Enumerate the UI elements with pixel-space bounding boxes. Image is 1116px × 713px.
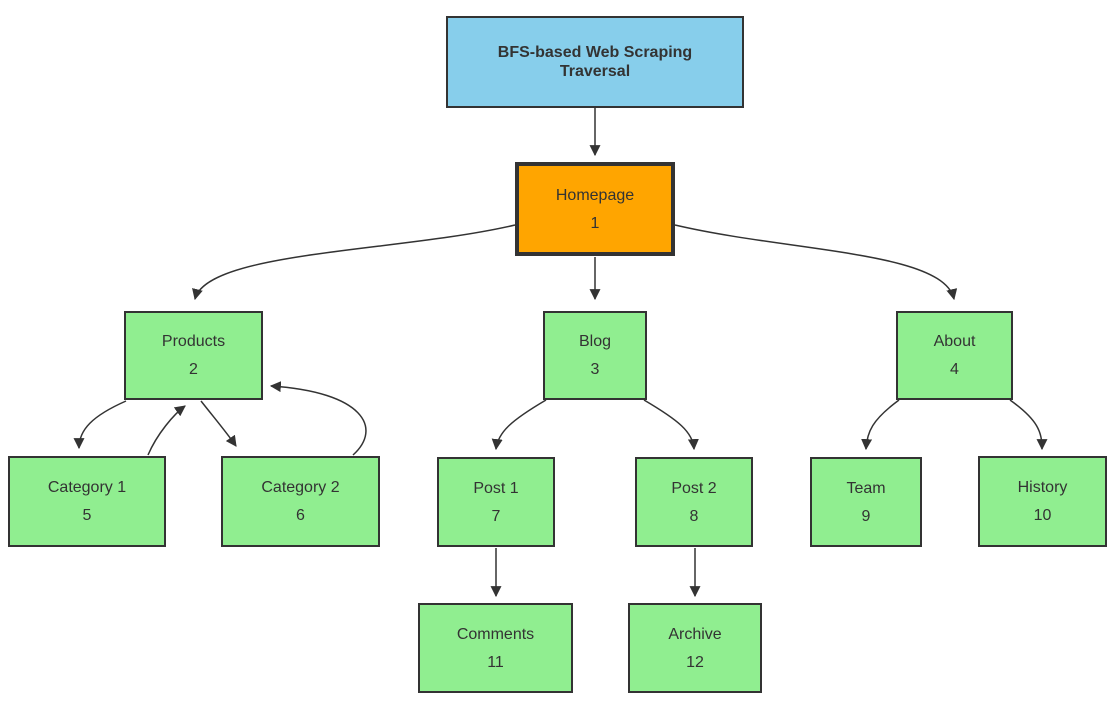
node-category2: Category 2 6 — [221, 456, 380, 547]
node-title: BFS-based Web Scraping Traversal — [446, 16, 744, 108]
edge-blog-to-post2 — [643, 399, 699, 451]
node-history-number: 10 — [1033, 507, 1052, 524]
node-homepage-label: Homepage — [555, 186, 635, 204]
node-post1: Post 1 7 — [437, 457, 555, 547]
node-archive: Archive 12 — [628, 603, 762, 693]
node-homepage: Homepage 1 — [515, 162, 675, 256]
edge-category2-to-products — [269, 381, 367, 456]
node-title-label: BFS-based Web Scraping Traversal — [497, 44, 693, 80]
node-archive-label: Archive — [668, 625, 722, 643]
node-blog-label: Blog — [578, 333, 612, 350]
node-comments-label: Comments — [456, 625, 535, 643]
edge-about-to-team — [861, 399, 900, 451]
node-about: About 4 — [896, 311, 1013, 400]
edge-blog-to-post1 — [491, 399, 547, 451]
node-category2-label: Category 2 — [261, 479, 340, 496]
node-products: Products 2 — [124, 311, 263, 400]
node-post2-label: Post 2 — [671, 479, 717, 497]
node-comments: Comments 11 — [418, 603, 573, 693]
node-archive-number: 12 — [686, 653, 704, 671]
node-comments-number: 11 — [487, 653, 504, 671]
node-post1-label: Post 1 — [473, 479, 519, 497]
node-products-label: Products — [161, 333, 226, 350]
node-products-number: 2 — [189, 361, 198, 378]
node-team-label: Team — [846, 479, 886, 497]
node-post2-number: 8 — [689, 507, 699, 525]
edge-products-to-category1 — [73, 400, 127, 450]
node-post2: Post 2 8 — [635, 457, 753, 547]
node-team: Team 9 — [810, 457, 922, 547]
node-team-number: 9 — [861, 507, 871, 525]
node-category1: Category 1 5 — [8, 456, 166, 547]
node-post1-number: 7 — [491, 507, 501, 525]
node-about-label: About — [933, 333, 976, 350]
node-about-number: 4 — [950, 361, 959, 378]
node-history: History 10 — [978, 456, 1107, 547]
node-blog: Blog 3 — [543, 311, 647, 400]
node-category2-number: 6 — [296, 507, 305, 524]
edge-category1-to-products — [147, 405, 186, 456]
edge-homepage-to-about — [674, 224, 958, 301]
node-history-label: History — [1017, 479, 1068, 496]
edge-homepage-to-products — [192, 224, 516, 301]
node-category1-label: Category 1 — [47, 479, 127, 496]
edge-products-to-category2 — [200, 400, 237, 447]
edge-about-to-history — [1009, 399, 1048, 451]
node-category1-number: 5 — [82, 507, 92, 524]
node-blog-number: 3 — [590, 361, 600, 378]
node-homepage-number: 1 — [590, 214, 600, 232]
